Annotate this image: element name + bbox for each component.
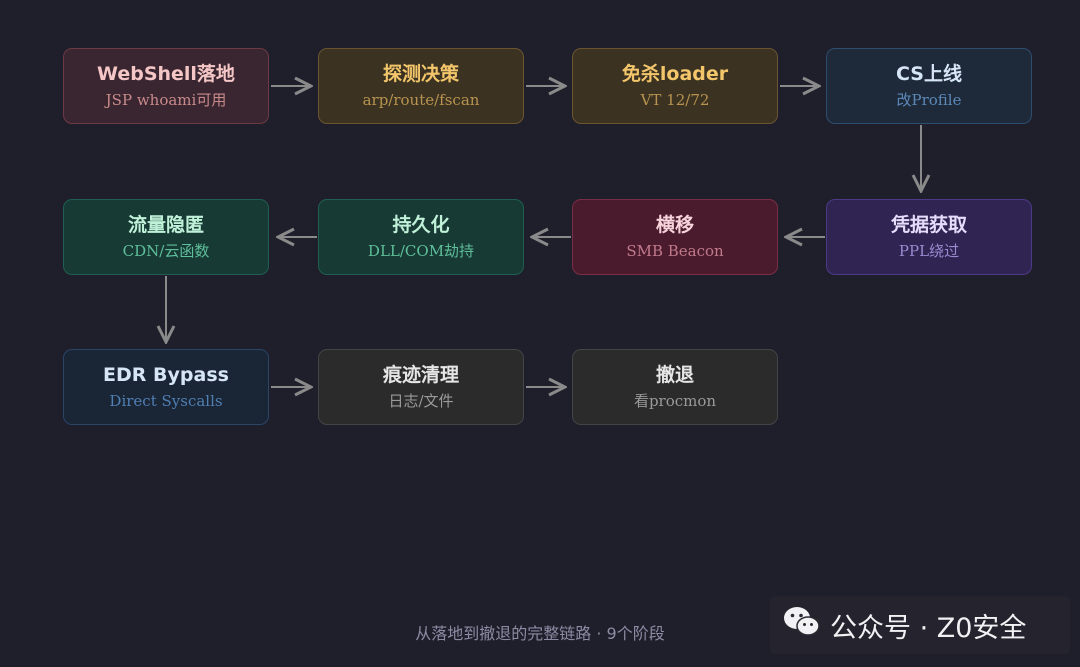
node-title: 凭据获取 bbox=[890, 214, 967, 236]
node-webshell: WebShell落地 JSP whoami可用 bbox=[63, 48, 269, 124]
node-title: 探测决策 bbox=[382, 63, 459, 85]
node-title: 撤退 bbox=[655, 364, 694, 386]
node-title: 痕迹清理 bbox=[382, 364, 459, 386]
node-retreat: 撤退 看procmon bbox=[572, 349, 778, 425]
node-subtitle: VT 12/72 bbox=[640, 91, 710, 109]
watermark: 公众号 · Z0安全 bbox=[770, 596, 1070, 654]
node-persistence: 持久化 DLL/COM劫持 bbox=[318, 199, 524, 275]
node-subtitle: JSP whoami可用 bbox=[105, 91, 227, 109]
node-subtitle: 看procmon bbox=[633, 392, 717, 410]
node-credentials: 凭据获取 PPL绕过 bbox=[826, 199, 1032, 275]
node-subtitle: Direct Syscalls bbox=[109, 392, 223, 410]
node-loader: 免杀loader VT 12/72 bbox=[572, 48, 778, 124]
watermark-text: 公众号 · Z0安全 bbox=[830, 612, 1027, 644]
node-subtitle: 日志/文件 bbox=[388, 392, 454, 410]
node-subtitle: SMB Beacon bbox=[626, 242, 724, 260]
node-recon: 探测决策 arp/route/fscan bbox=[318, 48, 524, 124]
node-title: 流量隐匿 bbox=[127, 214, 204, 236]
node-title: CS上线 bbox=[896, 63, 962, 85]
node-title: 免杀loader bbox=[621, 63, 729, 85]
node-title: EDR Bypass bbox=[103, 364, 229, 386]
node-subtitle: 改Profile bbox=[896, 91, 962, 109]
wechat-icon bbox=[782, 605, 822, 646]
node-subtitle: DLL/COM劫持 bbox=[367, 242, 475, 260]
node-lateral: 横移 SMB Beacon bbox=[572, 199, 778, 275]
diagram-caption: 从落地到撤退的完整链路 · 9个阶段 bbox=[415, 624, 665, 643]
node-subtitle: CDN/云函数 bbox=[122, 242, 210, 260]
node-cleanup: 痕迹清理 日志/文件 bbox=[318, 349, 524, 425]
node-edr-bypass: EDR Bypass Direct Syscalls bbox=[63, 349, 269, 425]
node-cs-online: CS上线 改Profile bbox=[826, 48, 1032, 124]
node-title: 横移 bbox=[655, 214, 694, 236]
node-subtitle: PPL绕过 bbox=[898, 242, 960, 260]
node-title: 持久化 bbox=[392, 214, 450, 236]
node-title: WebShell落地 bbox=[97, 63, 235, 85]
node-traffic: 流量隐匿 CDN/云函数 bbox=[63, 199, 269, 275]
node-subtitle: arp/route/fscan bbox=[362, 91, 480, 109]
